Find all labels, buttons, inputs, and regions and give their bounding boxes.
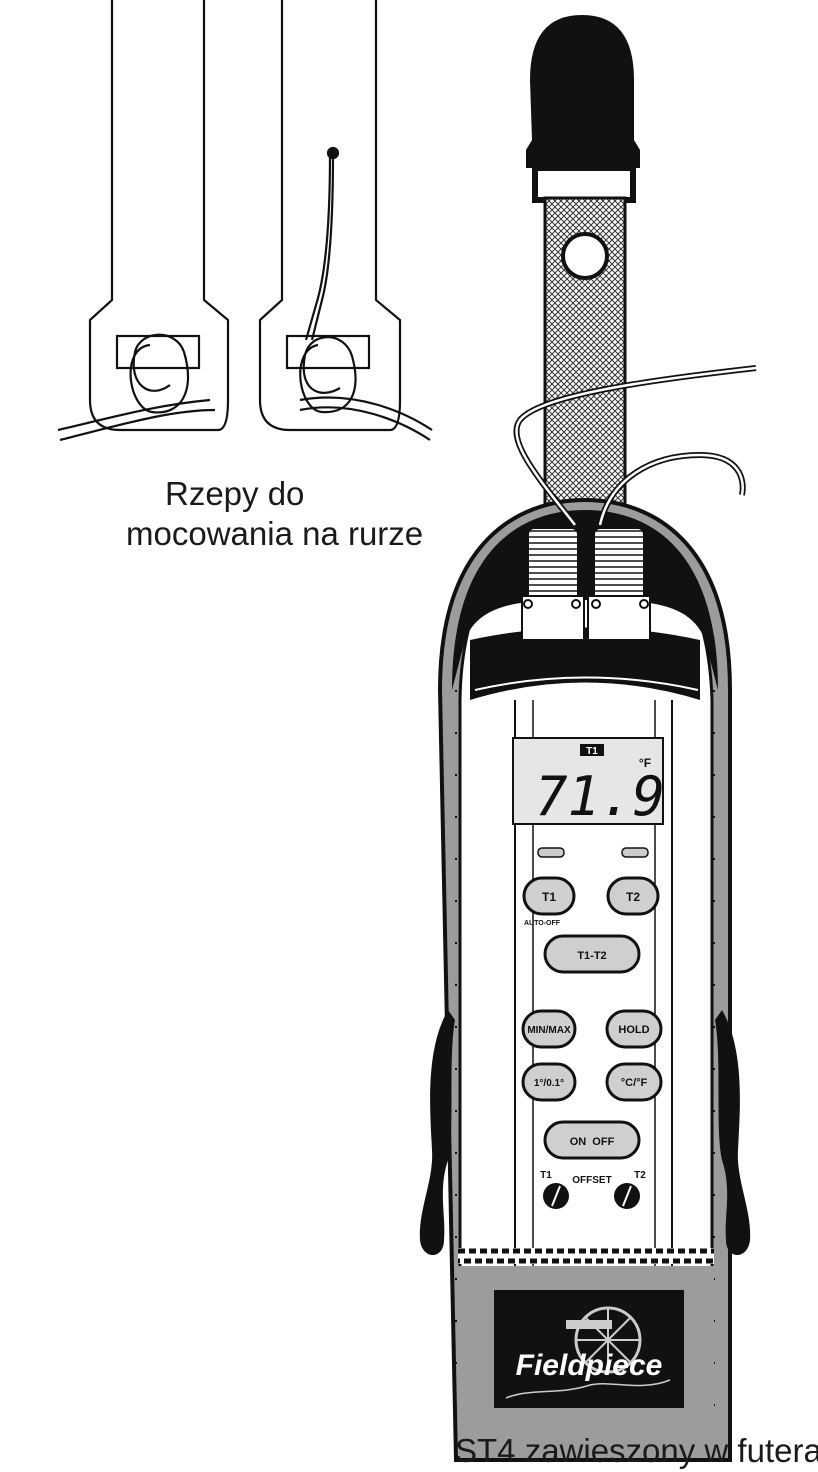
hanging-knob [526, 15, 640, 168]
svg-text:HOLD: HOLD [618, 1024, 649, 1036]
offset-label: OFFSET [572, 1175, 611, 1186]
lcd-reading: 71.9 [535, 765, 665, 828]
hold-button[interactable]: HOLD [605, 1009, 663, 1049]
svg-text:MIN/MAX: MIN/MAX [527, 1025, 571, 1036]
offset-t1-label: T1 [540, 1170, 552, 1181]
lcd-unit: °F [639, 756, 651, 770]
t1-indicator-light [537, 847, 565, 858]
auto-off-label: AUTO-OFF [524, 920, 561, 927]
clips-caption-line2: mocowania na rurze [126, 515, 423, 552]
t1-button[interactable]: T1 [522, 876, 576, 916]
svg-text:°C/°F: °C/°F [621, 1077, 648, 1089]
pipe-clamps-drawing [57, 0, 433, 442]
t2-offset-knob[interactable] [614, 1183, 640, 1209]
left-belt-loop [419, 1010, 455, 1255]
t2-button[interactable]: T2 [606, 876, 660, 916]
min-max-button[interactable]: MIN/MAX [521, 1009, 577, 1049]
lcd-channel-indicator: T1 [586, 746, 598, 757]
svg-text:1°/0.1°: 1°/0.1° [534, 1078, 564, 1089]
on-off-button[interactable]: ON OFF [543, 1120, 641, 1160]
resolution-button[interactable]: 1°/0.1° [521, 1062, 577, 1102]
t1-offset-knob[interactable] [543, 1183, 569, 1209]
t2-indicator-light [621, 847, 649, 858]
unit-toggle-button[interactable]: °C/°F [605, 1062, 663, 1102]
right-belt-loop [715, 1010, 751, 1255]
svg-text:T1-T2: T1-T2 [577, 950, 606, 962]
t1-t2-button[interactable]: T1-T2 [543, 934, 641, 974]
device-caption: ST4 zawieszony w futeral [455, 1432, 818, 1469]
meter-in-case-drawing: T1 °F 71.9 T1 AUTO-OFF T2 T1-T2 MIN/MAX … [419, 15, 757, 1462]
brand-logo-panel [494, 1290, 684, 1408]
offset-t2-label: T2 [634, 1170, 646, 1181]
svg-text:T2: T2 [626, 890, 640, 904]
svg-text:T1: T1 [542, 890, 556, 904]
svg-text:ON OFF: ON OFF [570, 1136, 615, 1148]
clips-caption-line1: Rzepy do [165, 475, 304, 512]
brand-logo: Fieldpiece [516, 1349, 663, 1382]
